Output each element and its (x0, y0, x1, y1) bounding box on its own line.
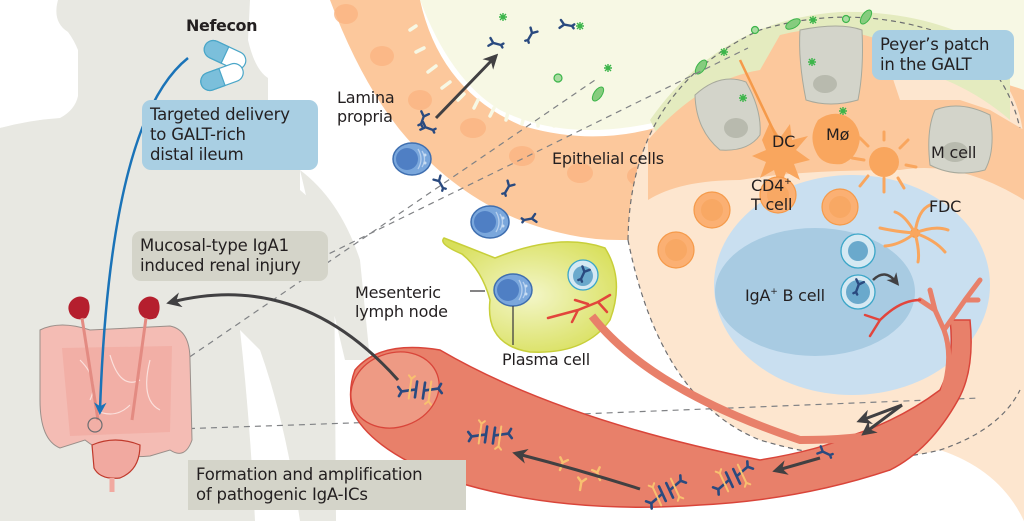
callout-line: Formation and amplification (196, 465, 423, 484)
callout-line: Peyer’s patch (880, 35, 990, 54)
plasma-cell (470, 205, 510, 239)
callout-line: to GALT-rich (150, 125, 246, 144)
t-cell (657, 231, 695, 269)
iga-b-cell (840, 274, 876, 310)
macrophage-label: Mø (826, 125, 850, 144)
macrophage (812, 113, 860, 165)
callout-line: in the GALT (880, 55, 972, 74)
colon (39, 324, 193, 458)
peyers-patch-callout: Peyer’s patch in the GALT (872, 30, 1014, 80)
dc-label: DC (772, 132, 796, 151)
label-line: Mesenteric (355, 283, 441, 302)
t-cell (821, 188, 859, 226)
callout-line: Targeted delivery (150, 105, 290, 124)
iga-b-cell-label: IgA+ B cell (745, 286, 825, 305)
label-line: CD4+ (751, 176, 792, 195)
cd4-superscript: + (784, 177, 792, 187)
drug-name: Nefecon (186, 16, 258, 35)
fdc-cell (878, 203, 950, 264)
fdc-label: FDC (929, 197, 962, 216)
callout-line: of pathogenic IgA-ICs (196, 485, 368, 504)
iga-text: IgA (745, 286, 771, 305)
label-line: propria (337, 107, 393, 126)
callout-line: distal ileum (150, 145, 244, 164)
microbes (498, 9, 873, 116)
m-cell-label: M cell (931, 143, 977, 162)
secretion-arrow (434, 53, 499, 120)
label-line: Lamina (337, 88, 395, 107)
renal-arrow (166, 292, 400, 381)
flow-arrows (512, 403, 903, 491)
t-cell (693, 191, 731, 229)
mesenteric-lymph-node (442, 237, 618, 353)
formation-callout: Formation and amplification of pathogeni… (188, 460, 466, 510)
mesenteric-lymph-node-label: Mesenteric lymph node (355, 283, 448, 321)
b-cell-text: B cell (782, 286, 825, 305)
renal-injury-callout: Mucosal-type IgA1 induced renal injury (132, 231, 328, 281)
bladder (91, 439, 141, 492)
plasma-cell (392, 142, 432, 176)
label-line: lymph node (355, 302, 448, 321)
epithelial-cells-label: Epithelial cells (552, 149, 664, 168)
b-cell (840, 233, 876, 269)
plasma-cell-label: Plasma cell (502, 350, 591, 369)
callout-line: Mucosal-type IgA1 (140, 236, 289, 255)
cd4-t-cell-label: CD4+ T cell (751, 176, 792, 214)
delivery-arrow (94, 57, 189, 415)
activated-dc (850, 130, 918, 194)
label-line: T cell (751, 195, 793, 214)
cd4-text: CD4 (751, 176, 785, 195)
dendritic-cell (738, 59, 810, 188)
lamina-propria-label: Lamina propria (337, 88, 395, 126)
callout-line: induced renal injury (140, 256, 301, 275)
iga-superscript: + (770, 287, 778, 297)
targeted-delivery-callout: Targeted delivery to GALT-rich distal il… (142, 100, 318, 170)
distal-ileum-target (87, 417, 103, 433)
capsule-icon (200, 39, 247, 92)
b-cell-exit-arrow (872, 272, 900, 286)
